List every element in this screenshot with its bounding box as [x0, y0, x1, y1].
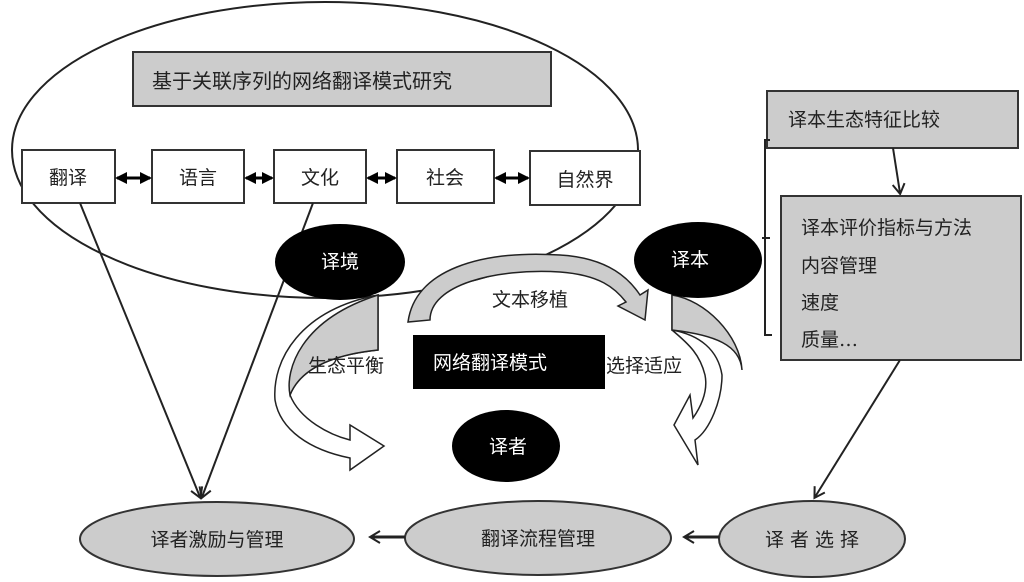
yizhe-label: 译者 — [489, 436, 527, 458]
chain-box-2: 文化 — [273, 149, 367, 204]
panel-item: 译本评价指标与方法 — [801, 217, 972, 239]
chain-box-1: 语言 — [151, 149, 245, 204]
chain-label: 语言 — [179, 167, 217, 189]
yiben-label: 译本 — [671, 249, 709, 271]
yijing-node — [275, 224, 405, 300]
panel-item: 内容管理 — [801, 255, 877, 277]
right-curved-arrow-shade — [671, 294, 743, 371]
panel-to-selection-arrow — [813, 359, 901, 500]
left-curved-arrow-shade — [288, 293, 379, 398]
flow-label-top: 文本移植 — [492, 289, 568, 311]
chain-box-4: 自然界 — [529, 150, 641, 206]
panel-header-box — [766, 90, 1019, 149]
bottom-label: 译者激励与管理 — [150, 529, 283, 551]
chain-label: 翻译 — [49, 167, 87, 189]
bottom-label: 翻译流程管理 — [481, 528, 595, 550]
flow-label-left: 生态平衡 — [308, 355, 384, 377]
bottom-node-2 — [718, 500, 906, 578]
bottom-label: 译 者 选 择 — [765, 529, 859, 551]
panel-items-box — [780, 195, 1022, 361]
center-label: 网络翻译模式 — [433, 352, 547, 374]
chain-box-3: 社会 — [396, 149, 495, 204]
panel-arrow — [891, 147, 906, 196]
flow-label-right: 选择适应 — [606, 355, 682, 377]
chain-label: 自然界 — [556, 169, 613, 191]
yizhe-node — [452, 410, 560, 482]
title-box — [132, 51, 552, 107]
center-box — [413, 335, 605, 389]
chain-label: 社会 — [426, 167, 464, 189]
panel-item: 速度 — [801, 292, 839, 314]
arrow-line — [79, 202, 204, 500]
bottom-node-0 — [79, 501, 355, 577]
panel-header: 译本生态特征比较 — [788, 109, 940, 131]
title-text: 基于关联序列的网络翻译模式研究 — [152, 69, 452, 93]
chain-box-0: 翻译 — [21, 149, 116, 204]
top-curved-arrow — [407, 253, 649, 323]
yiben-node — [634, 222, 762, 298]
yijing-label: 译境 — [321, 251, 359, 273]
chain-label: 文化 — [301, 167, 339, 189]
panel-item: 质量… — [801, 329, 858, 351]
right-curved-arrow — [671, 295, 723, 466]
